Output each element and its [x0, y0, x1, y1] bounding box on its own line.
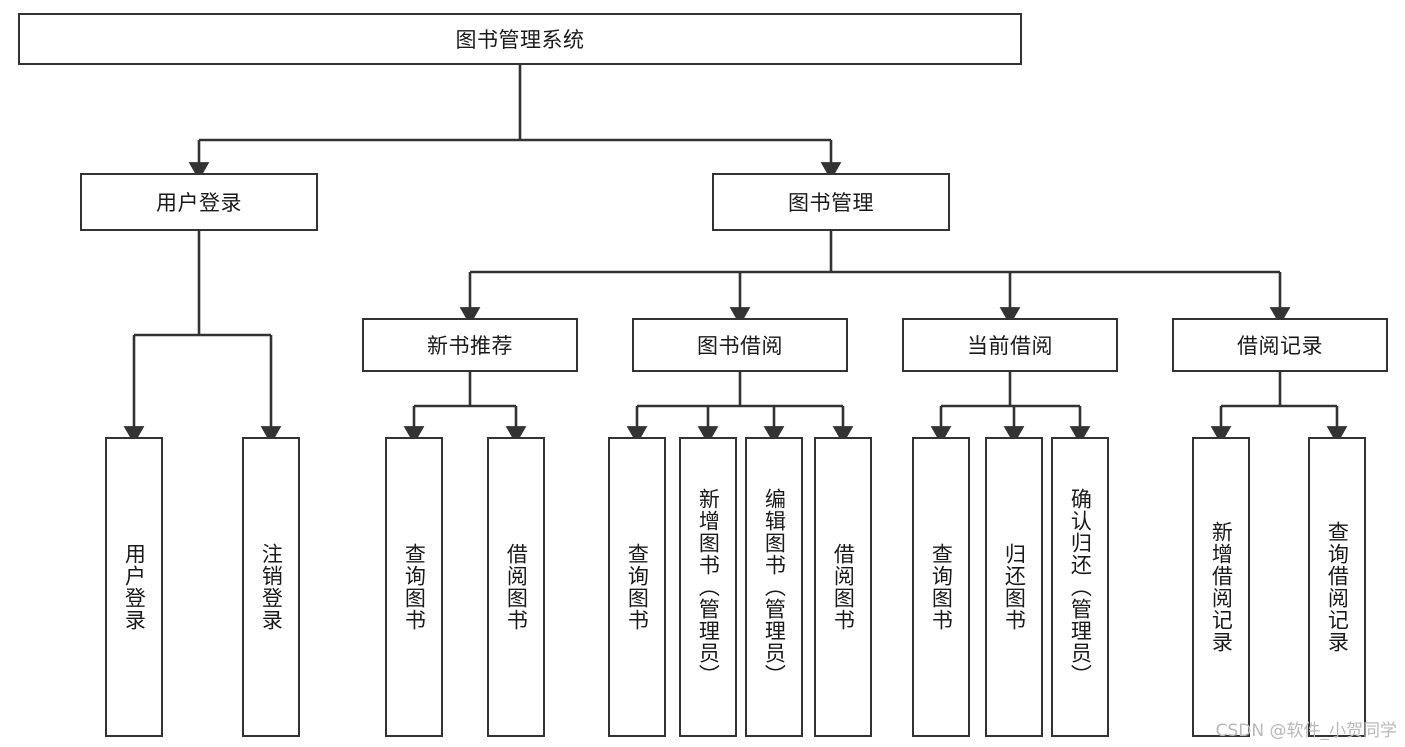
node-book-borrow[interactable]: 图书借阅 [632, 318, 848, 372]
node-leaf-edit-book[interactable]: 编辑图书（管理员） [745, 437, 803, 737]
node-leaf-add-record[interactable]: 新增借阅记录 [1192, 437, 1250, 737]
node-leaf-borrow-book-1[interactable]: 借阅图书 [487, 437, 545, 737]
node-leaf-user-logout[interactable]: 注销登录 [242, 437, 300, 737]
node-leaf-add-book[interactable]: 新增图书（管理员） [679, 437, 737, 737]
node-new-book-rec[interactable]: 新书推荐 [362, 318, 578, 372]
node-leaf-query-book-1[interactable]: 查询图书 [385, 437, 443, 737]
node-current-borrow[interactable]: 当前借阅 [902, 318, 1118, 372]
watermark: CSDN @软件_小贺同学 [1215, 721, 1397, 741]
node-borrow-record[interactable]: 借阅记录 [1172, 318, 1388, 372]
node-leaf-query-record[interactable]: 查询借阅记录 [1308, 437, 1366, 737]
node-leaf-borrow-book-2[interactable]: 借阅图书 [814, 437, 872, 737]
node-leaf-query-book-3[interactable]: 查询图书 [912, 437, 970, 737]
node-new-book-rec-label: 新书推荐 [427, 334, 513, 358]
node-book-borrow-label: 图书借阅 [697, 334, 783, 358]
node-user-login[interactable]: 用户登录 [80, 173, 318, 231]
node-leaf-query-book-1-label: 查询图书 [402, 543, 427, 631]
node-leaf-return-book-label: 归还图书 [1002, 543, 1027, 631]
node-leaf-query-record-label: 查询借阅记录 [1325, 521, 1350, 653]
node-leaf-query-book-2-label: 查询图书 [625, 543, 650, 631]
node-root[interactable]: 图书管理系统 [18, 13, 1022, 65]
node-leaf-edit-book-label: 编辑图书（管理员） [762, 488, 787, 686]
node-leaf-confirm-return-label: 确认归还（管理员） [1068, 488, 1093, 686]
node-leaf-query-book-3-label: 查询图书 [929, 543, 954, 631]
node-book-manage-label: 图书管理 [788, 191, 874, 215]
node-user-login-label: 用户登录 [156, 191, 242, 215]
node-leaf-return-book[interactable]: 归还图书 [985, 437, 1043, 737]
node-leaf-borrow-book-2-label: 借阅图书 [831, 543, 856, 631]
node-book-manage[interactable]: 图书管理 [712, 173, 950, 231]
node-borrow-record-label: 借阅记录 [1237, 334, 1323, 358]
node-leaf-borrow-book-1-label: 借阅图书 [504, 543, 529, 631]
node-leaf-query-book-2[interactable]: 查询图书 [608, 437, 666, 737]
node-root-label: 图书管理系统 [455, 28, 585, 52]
node-leaf-user-login[interactable]: 用户登录 [105, 437, 163, 737]
node-leaf-user-login-label: 用户登录 [122, 543, 147, 631]
node-leaf-confirm-return[interactable]: 确认归还（管理员） [1051, 437, 1109, 737]
node-leaf-add-book-label: 新增图书（管理员） [696, 488, 721, 686]
node-leaf-add-record-label: 新增借阅记录 [1209, 521, 1234, 653]
node-current-borrow-label: 当前借阅 [967, 334, 1053, 358]
node-leaf-user-logout-label: 注销登录 [259, 543, 284, 631]
